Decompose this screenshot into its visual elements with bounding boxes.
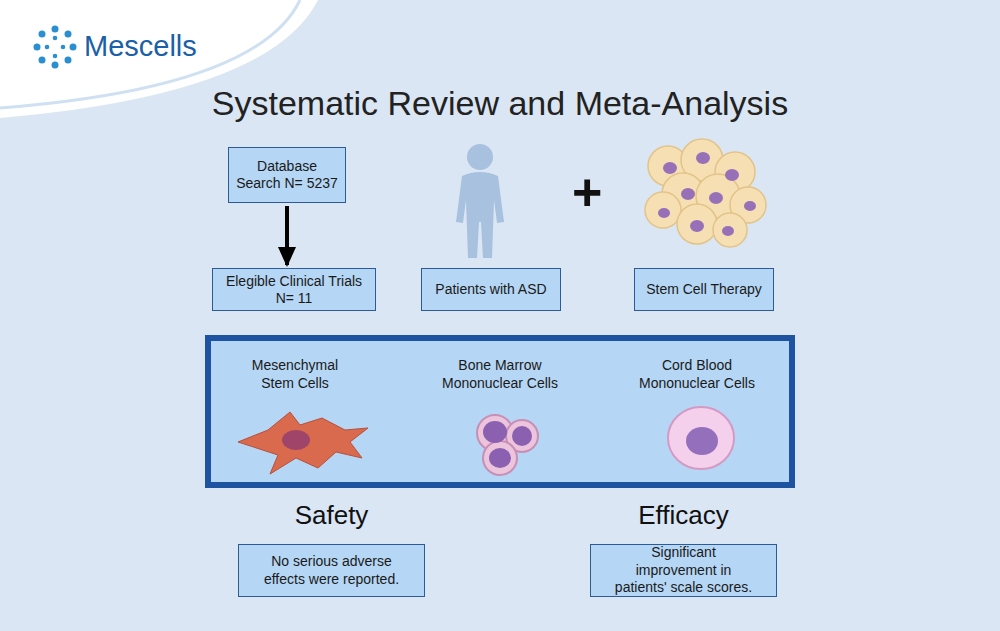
box-text: Database Search N= 5237: [235, 158, 339, 192]
diagram-title: Systematic Review and Meta-Analysis: [0, 84, 1000, 123]
cord-blood-cell: [668, 407, 734, 469]
outcome-text: No serious adverse effects were reported…: [238, 544, 425, 597]
mesenchymal-cell: [238, 412, 368, 474]
box-text: Elegible Clinical Trials N= 11: [219, 273, 369, 307]
flow-arrow: [285, 206, 289, 265]
box-text: Patients with ASD: [435, 281, 546, 298]
outcome-heading: Safety: [238, 500, 425, 531]
label-box: Patients with ASD: [421, 268, 561, 311]
label-box: Stem Cell Therapy: [634, 268, 774, 311]
logo-icon: [34, 26, 77, 69]
box-text: Stem Cell Therapy: [646, 281, 762, 298]
outcome-card: Safety No serious adverse effects were re…: [238, 500, 425, 597]
process-box: Database Search N= 5237: [228, 147, 346, 203]
logo-text: Mescells: [84, 30, 197, 63]
plus-sign: +: [572, 162, 602, 222]
person-silhouette: [456, 144, 504, 258]
outcome-card: EfficacySignificant improvement in patie…: [590, 500, 777, 597]
bone-marrow-cells: [477, 415, 538, 475]
cell-type-name: Mesenchymal Stem Cells: [235, 357, 355, 392]
process-box: Elegible Clinical Trials N= 11: [212, 268, 376, 311]
cell-type-name: Cord Blood Mononuclear Cells: [630, 357, 765, 392]
cell-type-name: Bone Marrow Mononuclear Cells: [433, 357, 568, 392]
outcome-heading: Efficacy: [590, 500, 777, 531]
cell-type-frame: Mesenchymal Stem Cells Bone Marrow Mononu…: [205, 335, 795, 488]
outcome-text: Significant improvement in patients' sca…: [590, 544, 777, 597]
stem-cell-cluster: [645, 139, 766, 247]
